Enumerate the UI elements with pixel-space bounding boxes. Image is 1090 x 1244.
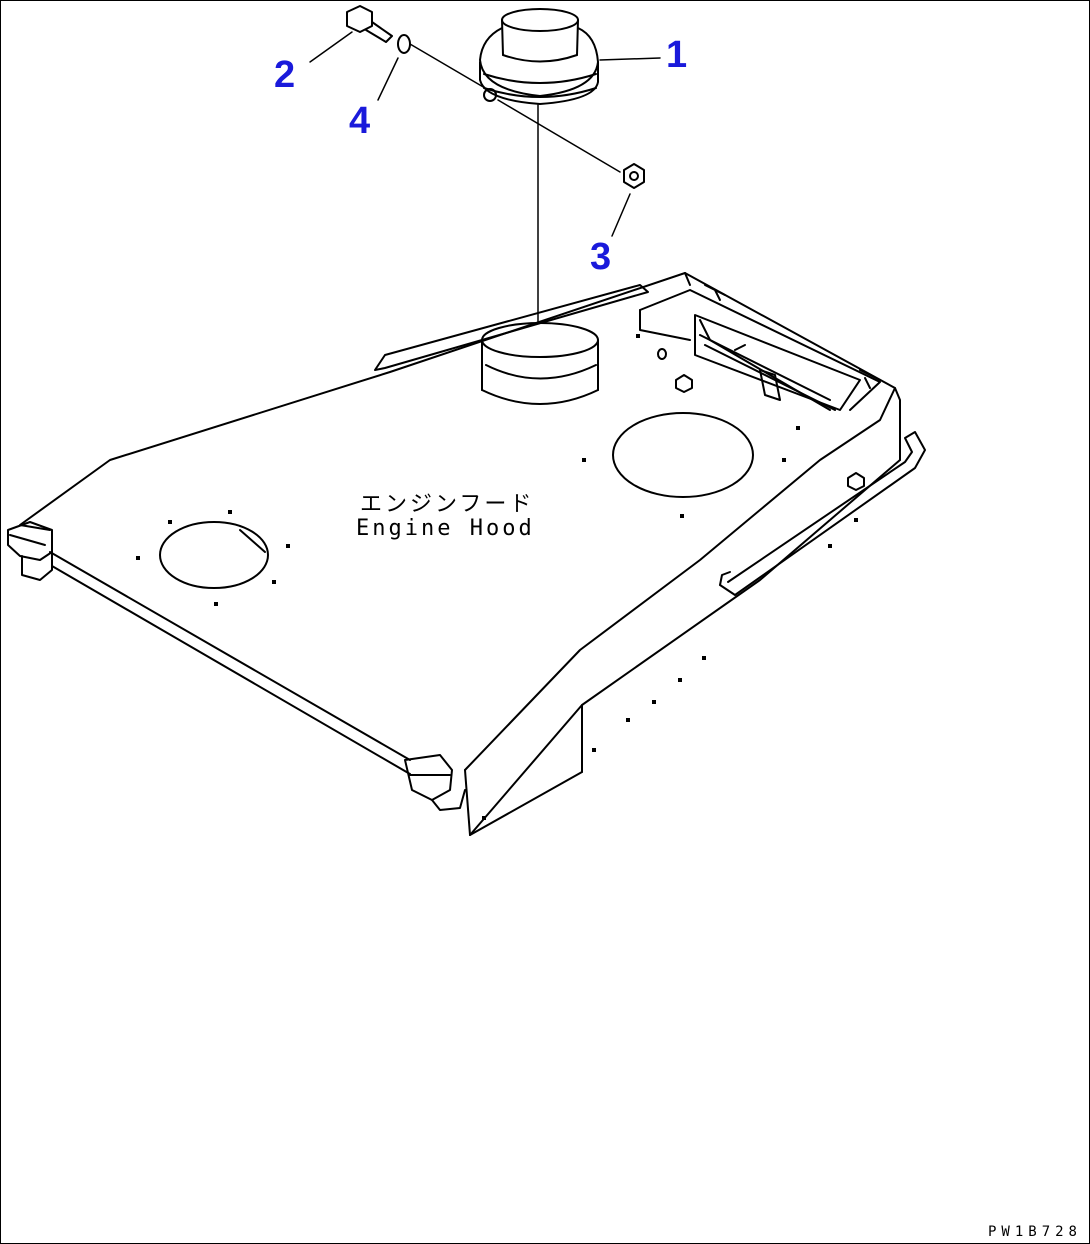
callout-3: 3 <box>590 236 612 278</box>
callout-1: 1 <box>666 34 688 76</box>
drawing-code: PW1B728 <box>987 1224 1082 1240</box>
callout-4: 4 <box>349 100 371 142</box>
hood-dots <box>136 334 858 820</box>
hood-duct <box>481 322 599 405</box>
bolt-part-2 <box>309 5 393 63</box>
grille-opening <box>694 284 881 411</box>
hood-fasteners <box>657 348 865 491</box>
exhaust-cover-part-1 <box>479 8 599 323</box>
washer-part-4 <box>377 34 621 173</box>
hood-holes <box>159 412 754 589</box>
engine-hood-panel <box>7 272 926 836</box>
callout-2: 2 <box>274 54 296 96</box>
callout-1-leader <box>599 57 661 61</box>
hood-label-english: Engine Hood <box>356 516 535 541</box>
nut-part-3 <box>611 163 645 237</box>
hood-label-japanese: エンジンフード <box>360 492 535 517</box>
